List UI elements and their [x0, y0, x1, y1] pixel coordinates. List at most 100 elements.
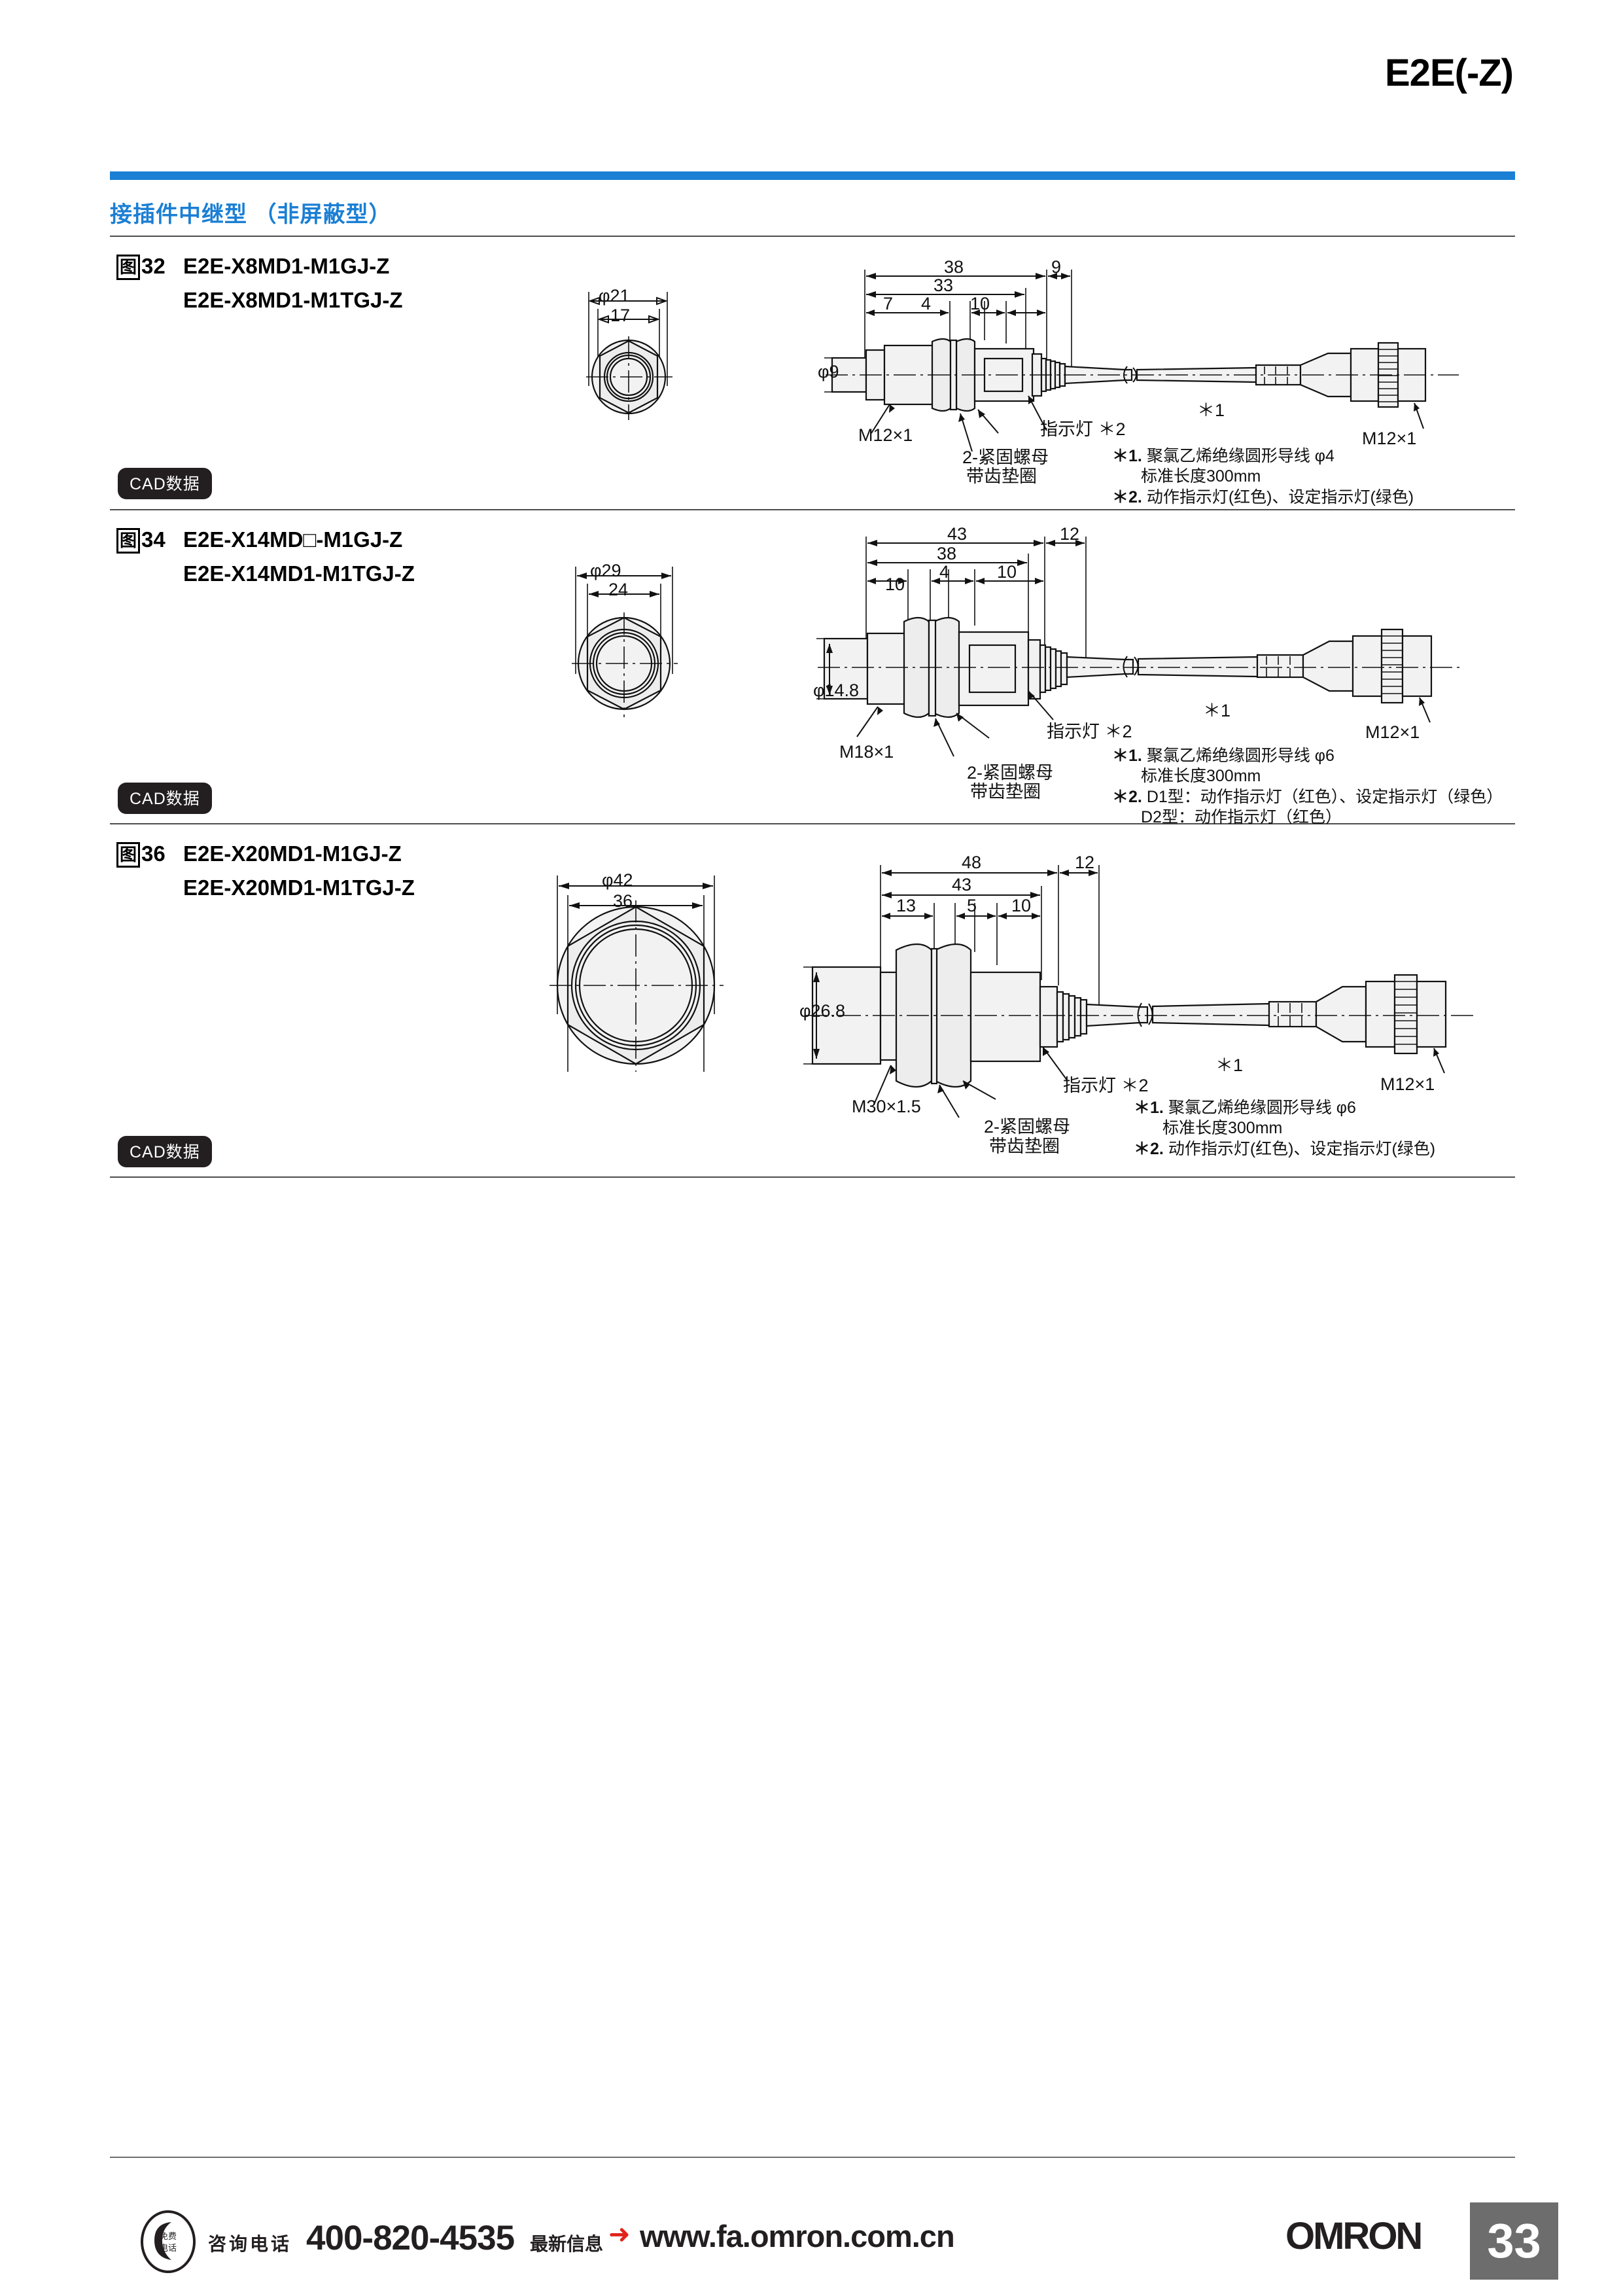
dim-34-seg3: 10 [997, 562, 1017, 582]
label-34-cable-mark: ＊1 [1203, 701, 1231, 720]
note-36-1-line2: 标准长度300mm [1162, 1118, 1283, 1137]
dim-32-total: 38 [944, 257, 964, 277]
front-view-34-outer-dia: φ29 [590, 561, 621, 580]
figure-model-34-a: E2E-X14MD□-M1GJ-Z [183, 527, 403, 552]
dim-32-seg2: 4 [921, 294, 932, 313]
dim-36-tail: 12 [1075, 853, 1095, 872]
note-36-2: ＊2. 动作指示灯(红色)、设定指示灯(绿色) [1134, 1139, 1435, 1159]
figure-model-36-b: E2E-X20MD1-M1TGJ-Z [183, 875, 415, 900]
dim-34-secondary: 38 [937, 544, 957, 563]
note-32-2-mark: ＊2. [1112, 488, 1142, 506]
dim-32-body-dia: φ9 [818, 362, 839, 381]
footer-divider [110, 2157, 1515, 2158]
page-number: 33 [1470, 2202, 1558, 2280]
divider-fig32 [110, 509, 1515, 510]
note-32-1: ＊1. 聚氯乙烯绝缘圆形导线 φ4 标准长度300mm [1112, 446, 1335, 486]
accent-rule [110, 171, 1515, 180]
note-32-1-mark: ＊1. [1112, 447, 1142, 465]
figure-model-36-a: E2E-X20MD1-M1GJ-Z [183, 841, 402, 866]
note-34-2-mark: ＊2. [1112, 788, 1142, 806]
note-36-2-line1: 动作指示灯(红色)、设定指示灯(绿色) [1168, 1140, 1436, 1158]
website-url[interactable]: www.fa.omron.com.cn [640, 2219, 955, 2253]
label-36-indicator: 指示灯 ＊2 [1063, 1076, 1149, 1095]
note-36-2-mark: ＊2. [1134, 1140, 1164, 1158]
label-36-cable-mark: ＊1 [1215, 1055, 1244, 1075]
front-view-32 [586, 292, 672, 420]
note-34-1-line1: 聚氯乙烯绝缘圆形导线 φ6 [1146, 747, 1335, 765]
dim-36-seg3: 10 [1011, 896, 1032, 915]
dim-32-seg1: 7 [883, 294, 894, 313]
section-heading: 接插件中继型 （非屏蔽型） [110, 202, 392, 227]
label-32-indicator: 指示灯 ＊2 [1040, 419, 1126, 439]
side-view-36 [803, 865, 1476, 1118]
dim-36-seg1: 13 [896, 896, 916, 915]
front-view-36-outer-dia: φ42 [602, 870, 633, 890]
figure-model-34-b: E2E-X14MD1-M1TGJ-Z [183, 561, 415, 586]
dim-36-total: 48 [962, 853, 982, 872]
dim-34-seg1: 10 [885, 574, 905, 594]
free-call-icon: 免费 电话 [141, 2210, 196, 2273]
figure-model-32-b: E2E-X8MD1-M1TGJ-Z [183, 288, 403, 312]
note-34-1-line2: 标准长度300mm [1141, 766, 1261, 785]
note-34-2-line2: D2型：动作指示灯（红色） [1141, 807, 1342, 826]
note-32-1-line1: 聚氯乙烯绝缘圆形导线 φ4 [1146, 447, 1335, 465]
note-32-2: ＊2. 动作指示灯(红色)、设定指示灯(绿色) [1112, 487, 1414, 508]
label-32-nut: 2-紧固螺母 [962, 448, 1049, 467]
arrow-right-icon: ➜ [608, 2220, 631, 2249]
info-label: 最新信息 [530, 2234, 604, 2254]
dim-32-seg3: 10 [970, 294, 990, 313]
svg-text:免费: 免费 [160, 2231, 177, 2241]
label-36-thread-right: M12×1 [1380, 1074, 1435, 1094]
divider-fig36 [110, 1176, 1515, 1178]
omron-logo: OMRON [1285, 2215, 1423, 2257]
dim-34-body-dia: φ14.8 [813, 680, 860, 700]
label-36-thread-left: M30×1.5 [852, 1097, 921, 1116]
label-34-nut: 2-紧固螺母 [967, 763, 1054, 783]
label-32-thread-right: M12×1 [1362, 429, 1417, 448]
dim-34-total: 43 [947, 524, 968, 544]
note-36-1-line1: 聚氯乙烯绝缘圆形导线 φ6 [1168, 1099, 1356, 1117]
cad-data-button-36[interactable]: CAD数据 [118, 1136, 212, 1167]
phone-number: 400-820-4535 [306, 2219, 515, 2257]
front-view-32-flats: 17 [610, 306, 631, 325]
side-view-34 [816, 537, 1463, 757]
front-view-34 [572, 567, 678, 717]
note-32-2-line1: 动作指示灯(红色)、设定指示灯(绿色) [1146, 488, 1414, 506]
side-view-32 [824, 270, 1459, 452]
phone-label: 咨询电话 [208, 2234, 292, 2254]
divider-fig34 [110, 823, 1515, 824]
figure-model-32-a: E2E-X8MD1-M1GJ-Z [183, 254, 390, 278]
label-34-indicator: 指示灯 ＊2 [1047, 722, 1132, 741]
label-32-cable-mark: ＊1 [1197, 400, 1225, 420]
label-34-thread-left: M18×1 [839, 742, 894, 762]
cad-data-button-34[interactable]: CAD数据 [118, 783, 212, 814]
dim-34-tail: 12 [1060, 524, 1080, 544]
svg-text:电话: 电话 [160, 2243, 177, 2253]
note-36-1-mark: ＊1. [1134, 1099, 1164, 1117]
divider-top [110, 236, 1515, 237]
dim-36-body-dia: φ26.8 [799, 1001, 846, 1021]
dim-36-secondary: 43 [952, 875, 972, 894]
note-32-1-line2: 标准长度300mm [1141, 467, 1261, 486]
note-34-1-mark: ＊1. [1112, 747, 1142, 765]
cad-data-button-32[interactable]: CAD数据 [118, 468, 212, 499]
front-view-34-flats: 24 [608, 580, 629, 599]
label-36-nut: 2-紧固螺母 [984, 1117, 1071, 1137]
label-36-washer: 带齿垫圈 [989, 1137, 1060, 1156]
note-36-1: ＊1. 聚氯乙烯绝缘圆形导线 φ6 标准长度300mm [1134, 1098, 1356, 1138]
front-view-36 [550, 875, 724, 1072]
front-view-32-outer-dia: φ21 [599, 286, 630, 306]
label-32-thread-left: M12×1 [858, 425, 913, 445]
label-34-thread-right: M12×1 [1365, 722, 1420, 742]
front-view-36-flats: 36 [613, 891, 633, 911]
dim-32-secondary: 33 [934, 275, 954, 295]
label-32-washer: 带齿垫圈 [966, 467, 1037, 486]
label-34-washer: 带齿垫圈 [970, 782, 1041, 802]
note-34-2-line1: D1型：动作指示灯（红色）、设定指示灯（绿色） [1146, 788, 1503, 806]
page-title: E2E(-Z) [1385, 52, 1514, 94]
note-34-1: ＊1. 聚氯乙烯绝缘圆形导线 φ6 标准长度300mm [1112, 746, 1335, 786]
